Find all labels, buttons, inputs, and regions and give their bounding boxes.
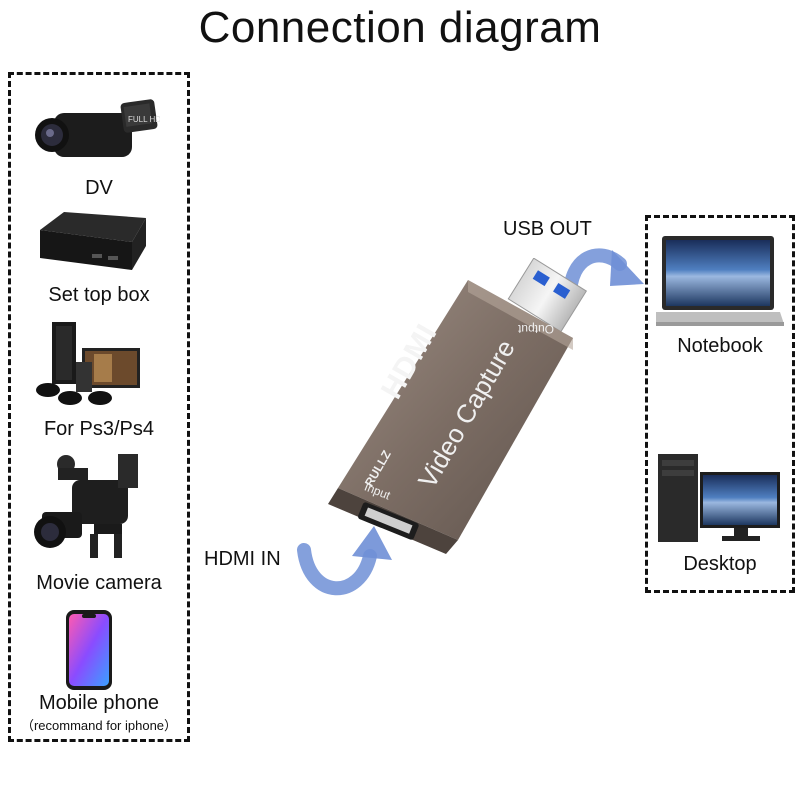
video-capture-device [328, 258, 588, 554]
game-console-icon [36, 322, 140, 405]
page-title: Connection diagram [198, 3, 602, 52]
mobile-phone-icon [66, 610, 112, 690]
set-top-box-icon [40, 212, 146, 270]
source-label-dv: DV [85, 177, 113, 199]
device-port-output: Output [518, 322, 555, 336]
source-label-movie-camera: Movie camera [36, 572, 162, 594]
source-label-set-top-box: Set top box [48, 284, 150, 306]
hdmi-in-arrow [297, 526, 392, 596]
targets-box [645, 215, 795, 593]
usb-out-label: USB OUT [503, 218, 592, 240]
source-label-mobile-phone: Mobile phone [38, 692, 160, 714]
sources-box [8, 72, 190, 742]
source-note-mobile-phone: （recommand for iphone） [20, 718, 178, 733]
source-label-ps3-ps4: For Ps3/Ps4 [43, 418, 155, 440]
movie-camera-icon [34, 454, 138, 558]
target-label-notebook: Notebook [677, 335, 763, 357]
target-label-desktop: Desktop [683, 553, 757, 575]
camcorder-icon: FULL HD [35, 99, 160, 157]
desktop-icon [658, 454, 780, 542]
svg-text:FULL HD: FULL HD [128, 115, 160, 124]
notebook-icon [656, 236, 784, 326]
hdmi-in-label: HDMI IN [204, 548, 281, 570]
